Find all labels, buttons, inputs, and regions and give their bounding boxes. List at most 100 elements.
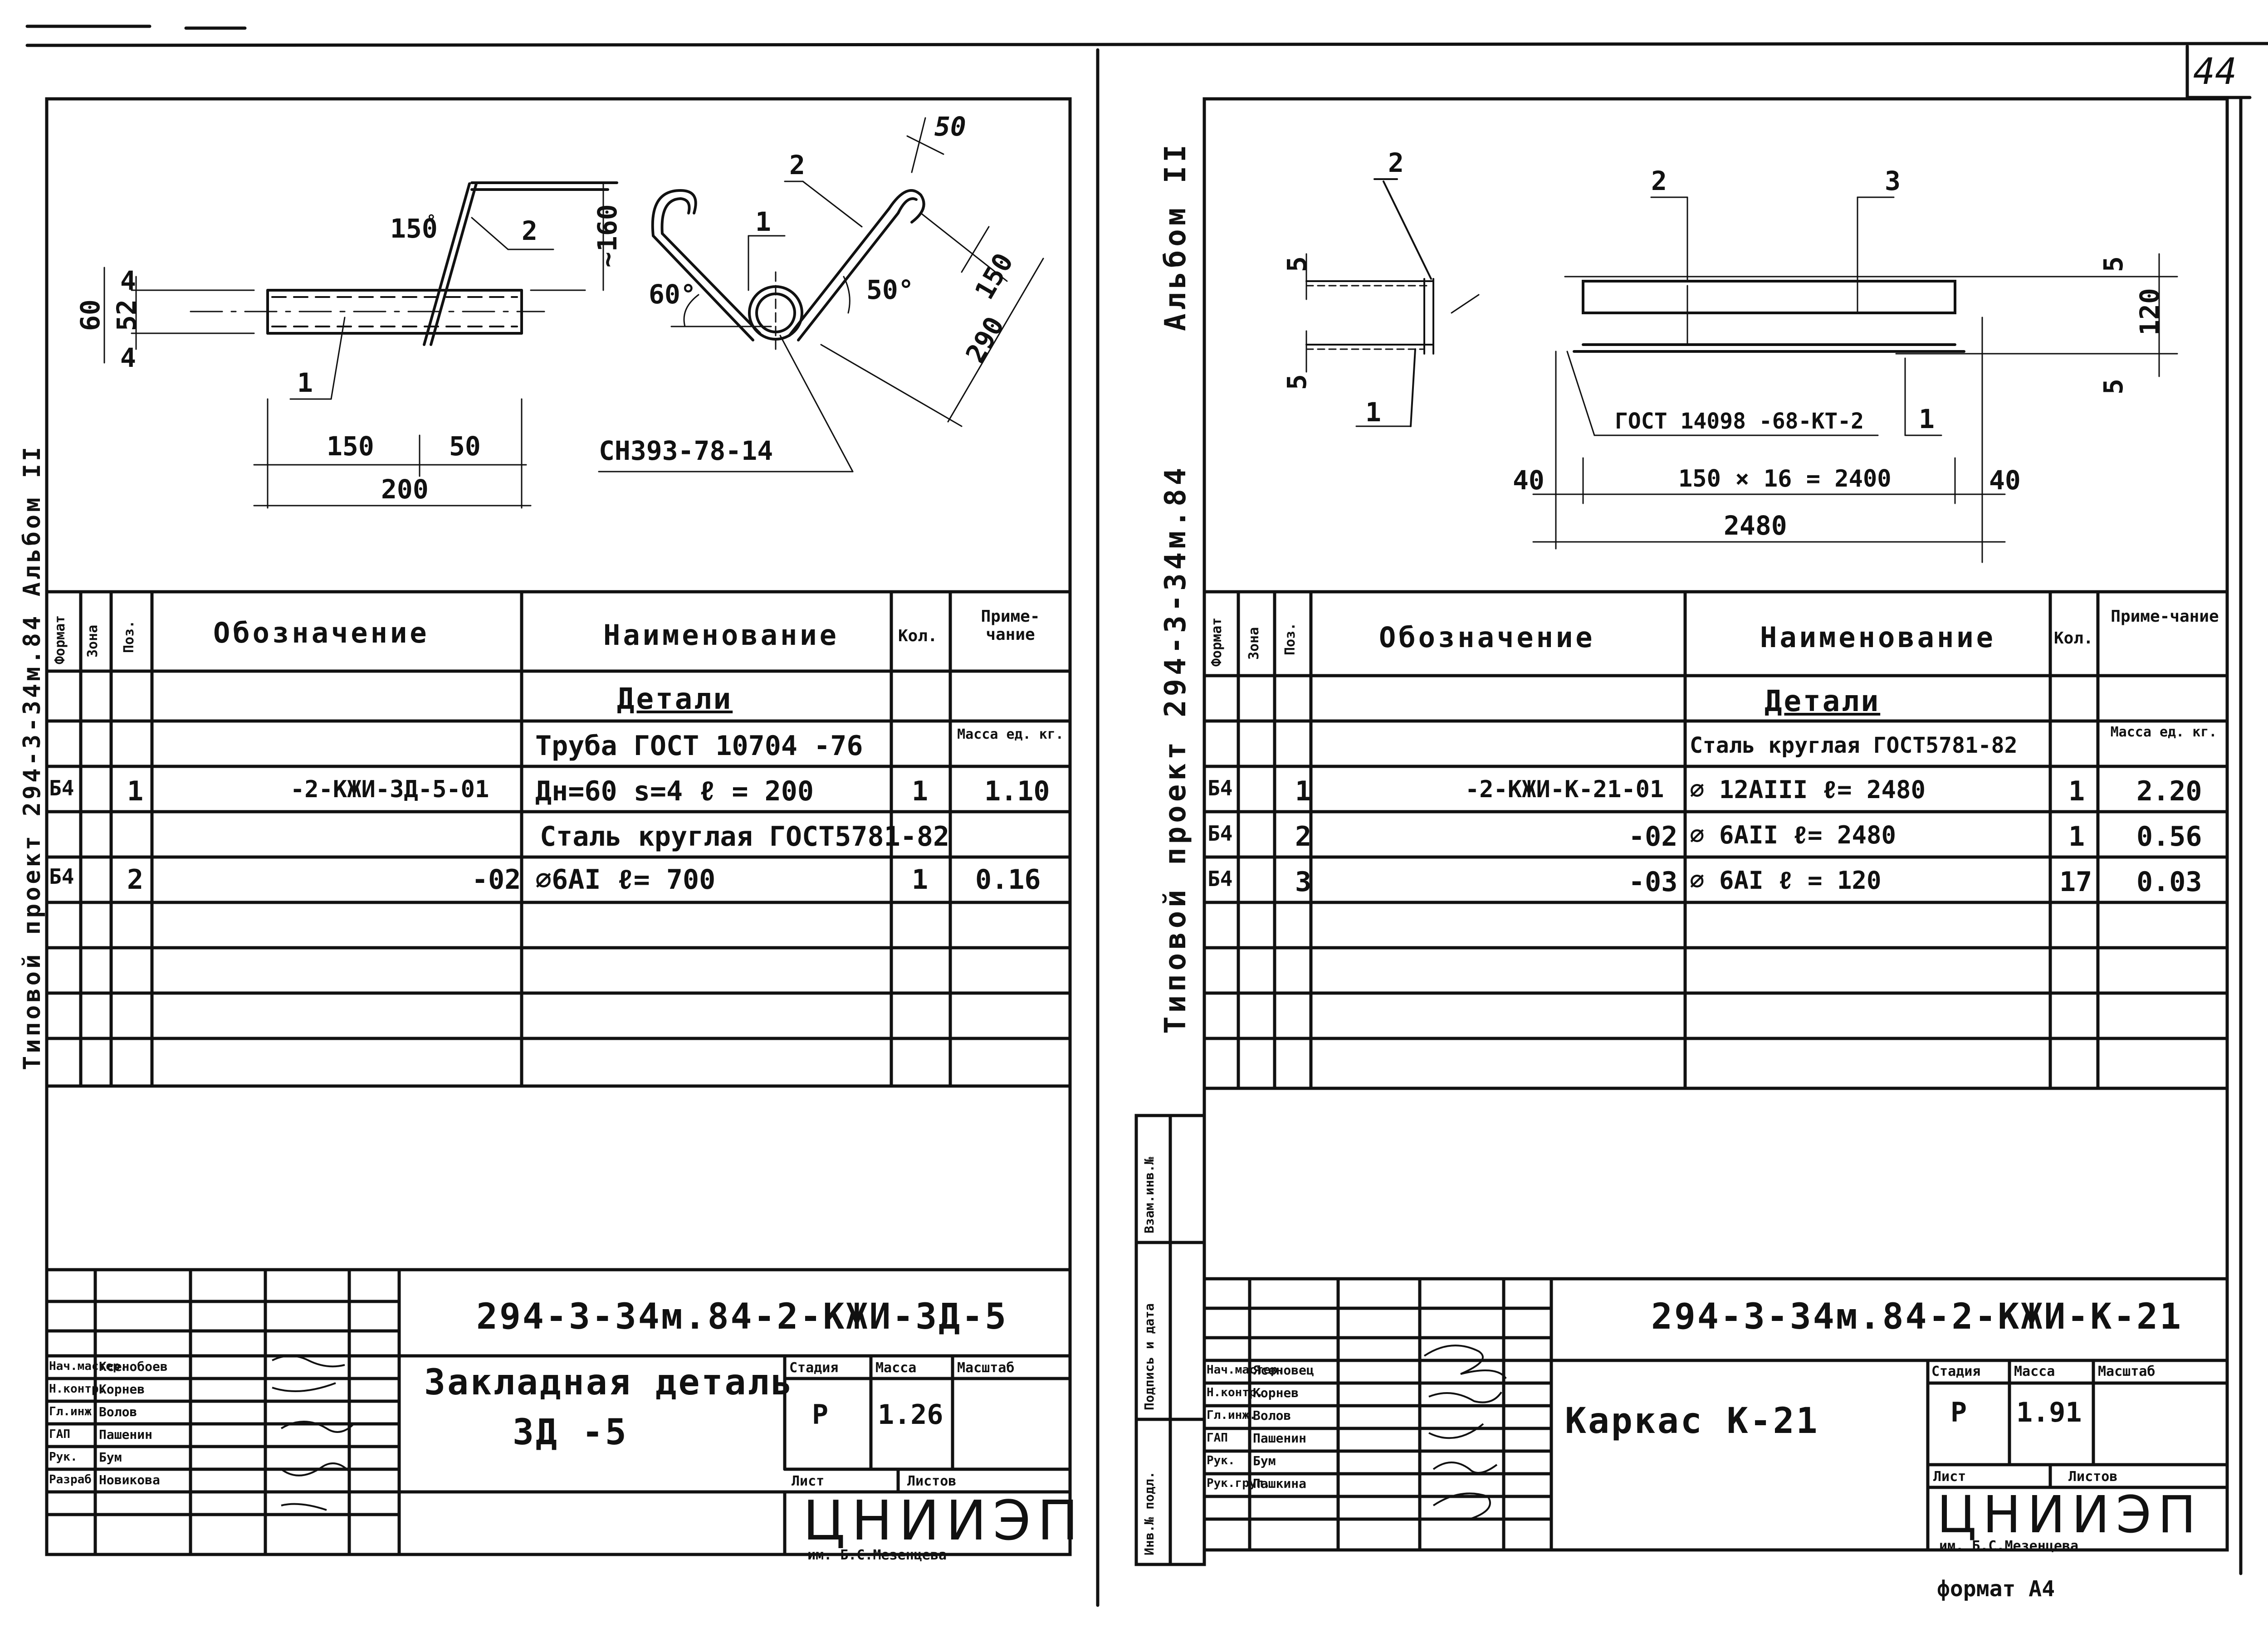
left-person-1: Корнев xyxy=(99,1382,145,1397)
left-person-4: Бум xyxy=(99,1450,122,1465)
leader-1-top: 1 xyxy=(755,206,771,237)
right-side-stamp-album: Альбом II xyxy=(1159,141,1193,331)
hdr-qty: Кол. xyxy=(898,627,938,645)
r-row4-note: 0.03 xyxy=(2136,866,2202,898)
left-stage-header: Стадия xyxy=(789,1360,839,1376)
r-row3-qty: 1 xyxy=(2068,821,2085,853)
gost-ref: ГОСТ 14098 -68-КТ-2 xyxy=(1615,409,1864,434)
right-role-0: Нач.мастер. xyxy=(1207,1363,1285,1377)
hdr-name: Наименование xyxy=(603,619,839,652)
right-stage: Р xyxy=(1950,1397,1967,1428)
leader-3-main: 3 xyxy=(1885,166,1901,196)
r-row2-qty: 1 xyxy=(2068,775,2085,807)
r-row2-format: Б4 xyxy=(1207,776,1233,800)
r-hdr-pos: Поз. xyxy=(1282,622,1298,655)
right-mass-header: Масса xyxy=(2014,1364,2055,1379)
row2-qty: 1 xyxy=(912,775,929,807)
dim-60: 60 xyxy=(75,299,106,331)
r-row4-pos: 3 xyxy=(1295,866,1312,898)
r-row3-note: 0.56 xyxy=(2136,821,2202,853)
right-inv-1: Взам.инв.№ xyxy=(1142,1157,1157,1233)
leader-2-main: 2 xyxy=(1651,166,1667,196)
dim-160: ~160 xyxy=(592,204,623,268)
right-inv-2: Подпись и дата xyxy=(1142,1303,1157,1410)
r-section-details: Детали xyxy=(1765,685,1881,718)
gost-pos: 1 xyxy=(1919,404,1935,434)
r-hdr-name: Наименование xyxy=(1760,621,1996,654)
left-person-0: Ксенобоев xyxy=(99,1359,168,1374)
left-sheet-header: Лист xyxy=(792,1473,825,1489)
right-mass: 1.91 xyxy=(2016,1397,2082,1428)
dim-span: 150 × 16 = 2400 xyxy=(1678,465,1892,492)
leader-2-top: 2 xyxy=(789,150,805,180)
hdr-note: Приме-чание xyxy=(981,607,1040,644)
row4-format: Б4 xyxy=(49,864,74,889)
right-stage-header: Стадия xyxy=(1931,1364,1981,1379)
r-hdr-designation: Обозначение xyxy=(1379,621,1595,654)
right-person-3: Пашенин xyxy=(1253,1431,1307,1446)
page-number: 44 xyxy=(2193,50,2237,93)
dim-4-bottom: 4 xyxy=(120,342,136,373)
right-person-2: Волов xyxy=(1253,1408,1291,1423)
r-row3-designation: -02 xyxy=(1628,821,1678,853)
r-hdr-zone: Зона xyxy=(1246,627,1262,660)
row2-note: 1.10 xyxy=(984,775,1050,807)
row2-designation: -2-КЖИ-ЗД-5-01 xyxy=(290,776,489,803)
dim-4-top: 4 xyxy=(120,265,136,296)
dim-52: 52 xyxy=(111,299,142,331)
dim-5-a: 5 xyxy=(1281,256,1312,272)
angle-50: 50° xyxy=(866,274,914,305)
r-row3-name: ⌀ 6АII ℓ= 2480 xyxy=(1690,821,1897,849)
hdr-designation: Обозначение xyxy=(213,616,430,649)
right-org-sub: им. Б.С.Мезенцева xyxy=(1939,1538,2079,1554)
row2-format: Б4 xyxy=(49,776,74,800)
r-hdr-qty: Кол. xyxy=(2054,629,2093,648)
right-side-stamp-project: Типовой проект 294-3-34м.84 xyxy=(1159,464,1193,1034)
r-hdr-format: Формат xyxy=(1209,617,1225,667)
left-drawing-code: 294-3-34м.84-2-КЖИ-ЗД-5 xyxy=(476,1296,1008,1337)
right-role-3: ГАП xyxy=(1207,1431,1228,1445)
left-org-logo: ЦНИИЭП xyxy=(803,1490,1085,1553)
right-sheet-header: Лист xyxy=(1933,1469,1966,1485)
r-row2-note: 2.20 xyxy=(2136,775,2202,807)
left-drawing-name2: ЗД -5 xyxy=(513,1412,628,1453)
hdr-pos: Поз. xyxy=(121,620,137,653)
r-row4-designation: -03 xyxy=(1628,866,1678,898)
r-row1-name: Сталь круглая ГОСТ5781-82 xyxy=(1690,733,2018,758)
row2-name: Дн=60 s=4 ℓ = 200 xyxy=(535,775,814,807)
hdr-format: Формат xyxy=(52,615,68,664)
row1-note: Масса ед. кг. xyxy=(957,726,1064,742)
left-scale-header: Масштаб xyxy=(957,1360,1015,1376)
right-role-4: Рук. xyxy=(1207,1454,1235,1467)
r-row4-format: Б4 xyxy=(1207,867,1233,891)
hdr-zone: Зона xyxy=(85,624,101,658)
left-drawing-name: Закладная деталь xyxy=(424,1362,794,1403)
left-role-4: Рук. xyxy=(49,1450,78,1464)
row4-pos: 2 xyxy=(127,864,144,896)
left-side-stamp: Типовой проект 294-3-34м.84 Альбом II xyxy=(19,444,46,1070)
snip-ref: СН393-78-14 xyxy=(599,435,773,466)
r-row3-pos: 2 xyxy=(1295,821,1312,853)
r-row2-name: ⌀ 12АIII ℓ= 2480 xyxy=(1690,775,1926,804)
dim-120: 120 xyxy=(2134,288,2165,336)
r-row2-designation: -2-КЖИ-К-21-01 xyxy=(1465,776,1664,803)
left-org-sub: им. Б.С.Мезенцева xyxy=(807,1547,947,1563)
left-person-5: Новикова xyxy=(99,1472,160,1487)
right-inv-3: Инв.№ подл. xyxy=(1142,1471,1157,1555)
section-details: Детали xyxy=(617,682,733,716)
left-role-2: Гл.инж. xyxy=(49,1405,99,1418)
left-role-1: Н.контр. xyxy=(49,1382,106,1396)
dim-150-bottom: 150 xyxy=(327,431,374,462)
row2-pos: 1 xyxy=(127,775,144,807)
dim-40-left: 40 xyxy=(1513,465,1545,496)
dim-50-bottom: 50 xyxy=(449,431,481,462)
right-person-5: Пашкина xyxy=(1253,1476,1307,1491)
leader-2-section: 2 xyxy=(1388,147,1404,178)
right-role-2: Гл.инж. xyxy=(1207,1408,1256,1422)
row4-designation: -02 xyxy=(472,864,521,896)
dim-200: 200 xyxy=(381,474,429,505)
left-person-3: Пашенин xyxy=(99,1427,153,1442)
right-sheets-header: Листов xyxy=(2068,1469,2118,1485)
row4-note: 0.16 xyxy=(975,864,1041,896)
